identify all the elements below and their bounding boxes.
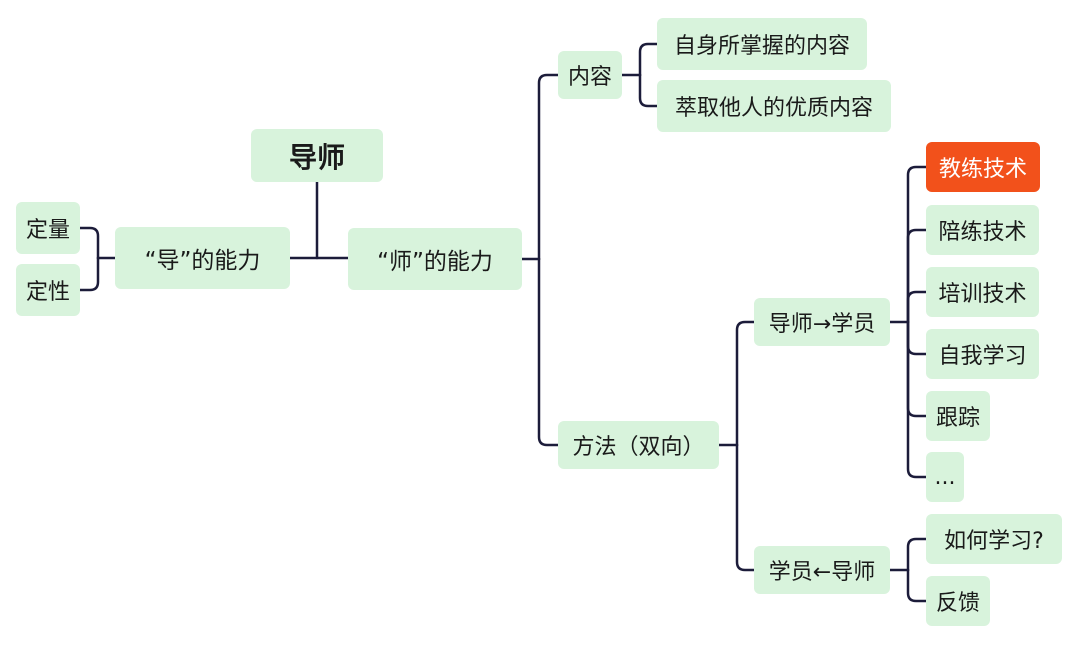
dao-bracket-link-1 [78, 256, 100, 292]
to-student-bracket-link-4 [906, 320, 928, 418]
to-student-bracket-link-0 [906, 165, 928, 324]
to-mentor-bracket-link-0 [906, 537, 928, 572]
extracted-content-node[interactable]: 萃取他人的优质内容 [657, 80, 891, 132]
shi-ability-node[interactable]: “师”的能力 [348, 228, 522, 290]
content-node[interactable]: 内容 [558, 51, 622, 99]
own-content-node[interactable]: 自身所掌握的内容 [657, 18, 867, 70]
to-student-bracket-link-1 [906, 228, 928, 324]
training-node[interactable]: 培训技术 [926, 267, 1039, 317]
to-mentor-bracket-link-1 [906, 568, 928, 603]
dao-bracket-link-0 [78, 226, 100, 260]
sparring-node[interactable]: 陪练技术 [926, 205, 1039, 255]
coaching-node[interactable]: 教练技术 [926, 142, 1040, 192]
qualitative-node[interactable]: 定性 [16, 264, 80, 316]
to-student-bracket-link-2 [906, 290, 928, 324]
content-bracket-link-0 [638, 42, 659, 77]
more-node[interactable]: ... [926, 452, 964, 502]
how-to-learn-node[interactable]: 如何学习? [926, 514, 1062, 564]
to-student-bracket-link-3 [906, 320, 928, 356]
student-to-mentor-node[interactable]: 学员←导师 [754, 546, 890, 594]
mentor-to-student-node[interactable]: 导师→学员 [754, 298, 890, 346]
to-student-bracket-link-5 [906, 320, 928, 479]
feedback-node[interactable]: 反馈 [926, 576, 990, 626]
self-learning-node[interactable]: 自我学习 [926, 329, 1039, 379]
quantitative-node[interactable]: 定量 [16, 202, 80, 254]
tracking-node[interactable]: 跟踪 [926, 391, 990, 441]
method-bracket-link-0 [735, 320, 756, 447]
method-bracket-link-1 [735, 443, 756, 572]
dao-ability-node[interactable]: “导”的能力 [115, 227, 290, 289]
shi-bracket-link-1 [537, 257, 560, 447]
method-node[interactable]: 方法（双向） [558, 421, 719, 469]
shi-bracket-link-0 [537, 73, 560, 261]
root-node[interactable]: 导师 [251, 129, 383, 182]
content-bracket-link-1 [638, 73, 659, 108]
